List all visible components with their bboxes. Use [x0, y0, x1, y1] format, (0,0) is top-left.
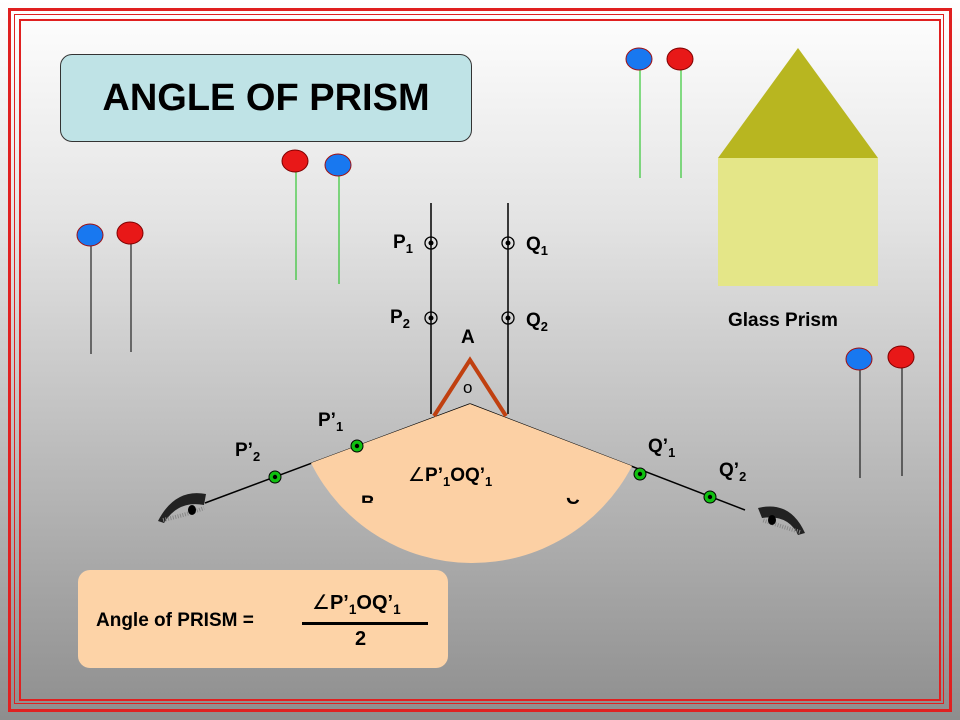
label-Q1-prime: Q’1 — [648, 436, 676, 460]
formula-label: Angle of PRISM = — [96, 610, 254, 631]
pin-pair-upper-mid — [281, 149, 352, 284]
formula-box: Angle of PRISM = ∠P’1OQ’1 2 — [78, 570, 448, 668]
eye-left-pupil — [188, 505, 196, 515]
pin-marker-ring — [424, 311, 438, 325]
label-Q2-prime: Q’2 — [719, 460, 747, 484]
eye-left-lid — [158, 493, 206, 523]
pin-marker-dot — [505, 315, 511, 321]
pin-marker-P1-prime — [350, 439, 364, 453]
label-vertex-A: A — [461, 327, 475, 348]
prism-outline — [432, 356, 508, 418]
blue-pin-head-icon — [324, 153, 352, 177]
label-Q2: Q2 — [526, 310, 548, 334]
label-vertex-O: o — [463, 378, 473, 397]
prism-roof — [718, 48, 878, 158]
green-marker-dot — [637, 471, 643, 477]
label-P1: P1 — [393, 232, 413, 256]
red-pin-head-icon — [666, 47, 694, 71]
label-P1-prime: P’1 — [318, 410, 344, 434]
green-marker-dot — [272, 474, 278, 480]
pin-marker-P2 — [424, 311, 438, 325]
prism-body — [718, 158, 878, 286]
pin-marker-Q2 — [501, 311, 515, 325]
eye-right-pupil — [768, 515, 776, 525]
fraction-bar — [302, 622, 428, 625]
label-P2: P2 — [390, 307, 410, 331]
eye-right-lid — [758, 506, 805, 535]
green-marker-dot — [707, 494, 713, 500]
pin-pair-upper-right — [625, 47, 694, 178]
pin-marker-Q1 — [501, 236, 515, 250]
pin-marker-dot — [505, 240, 511, 246]
angle-symbol: ∠ — [408, 465, 426, 486]
blue-pin-head-icon — [845, 347, 873, 371]
red-pin-head-icon — [281, 149, 309, 173]
eye-left-icon — [158, 493, 206, 523]
green-marker-dot — [354, 443, 360, 449]
pin-pair-right — [845, 345, 915, 478]
red-pin-head-icon — [887, 345, 915, 369]
pin-pair-left — [76, 221, 144, 354]
pin-marker-ring — [424, 236, 438, 250]
pin-marker-Q2-prime — [703, 490, 717, 504]
angle-symbol: ∠ — [312, 592, 330, 614]
label-vertex-B: B — [361, 493, 375, 503]
label-P2-prime: P’2 — [235, 440, 261, 464]
pin-marker-ring — [501, 236, 515, 250]
label-Q1: Q1 — [526, 234, 548, 258]
formula-denominator: 2 — [355, 628, 367, 650]
pin-marker-Q1-prime — [633, 467, 647, 481]
angle-sector — [311, 404, 632, 564]
label-vertex-C: C — [566, 488, 580, 509]
page-title: ANGLE OF PRISM — [102, 76, 430, 119]
formula-numerator: ∠P’1OQ’1 — [312, 592, 401, 617]
blue-pin-head-icon — [76, 223, 104, 247]
title-box: ANGLE OF PRISM — [60, 54, 472, 142]
glass-prism-caption: Glass Prism — [728, 310, 838, 331]
sector-angle-label: ∠P’1OQ’1 — [408, 465, 493, 489]
eye-right-icon — [758, 506, 805, 535]
blue-pin-head-icon — [625, 47, 653, 71]
pin-marker-dot — [428, 240, 434, 246]
pin-marker-P2-prime — [268, 470, 282, 484]
pin-marker-P1 — [424, 236, 438, 250]
pin-marker-dot — [428, 315, 434, 321]
eye-right-lashes — [761, 518, 801, 534]
glass-prism-illustration — [718, 48, 878, 286]
red-pin-head-icon — [116, 221, 144, 245]
pin-marker-ring — [501, 311, 515, 325]
